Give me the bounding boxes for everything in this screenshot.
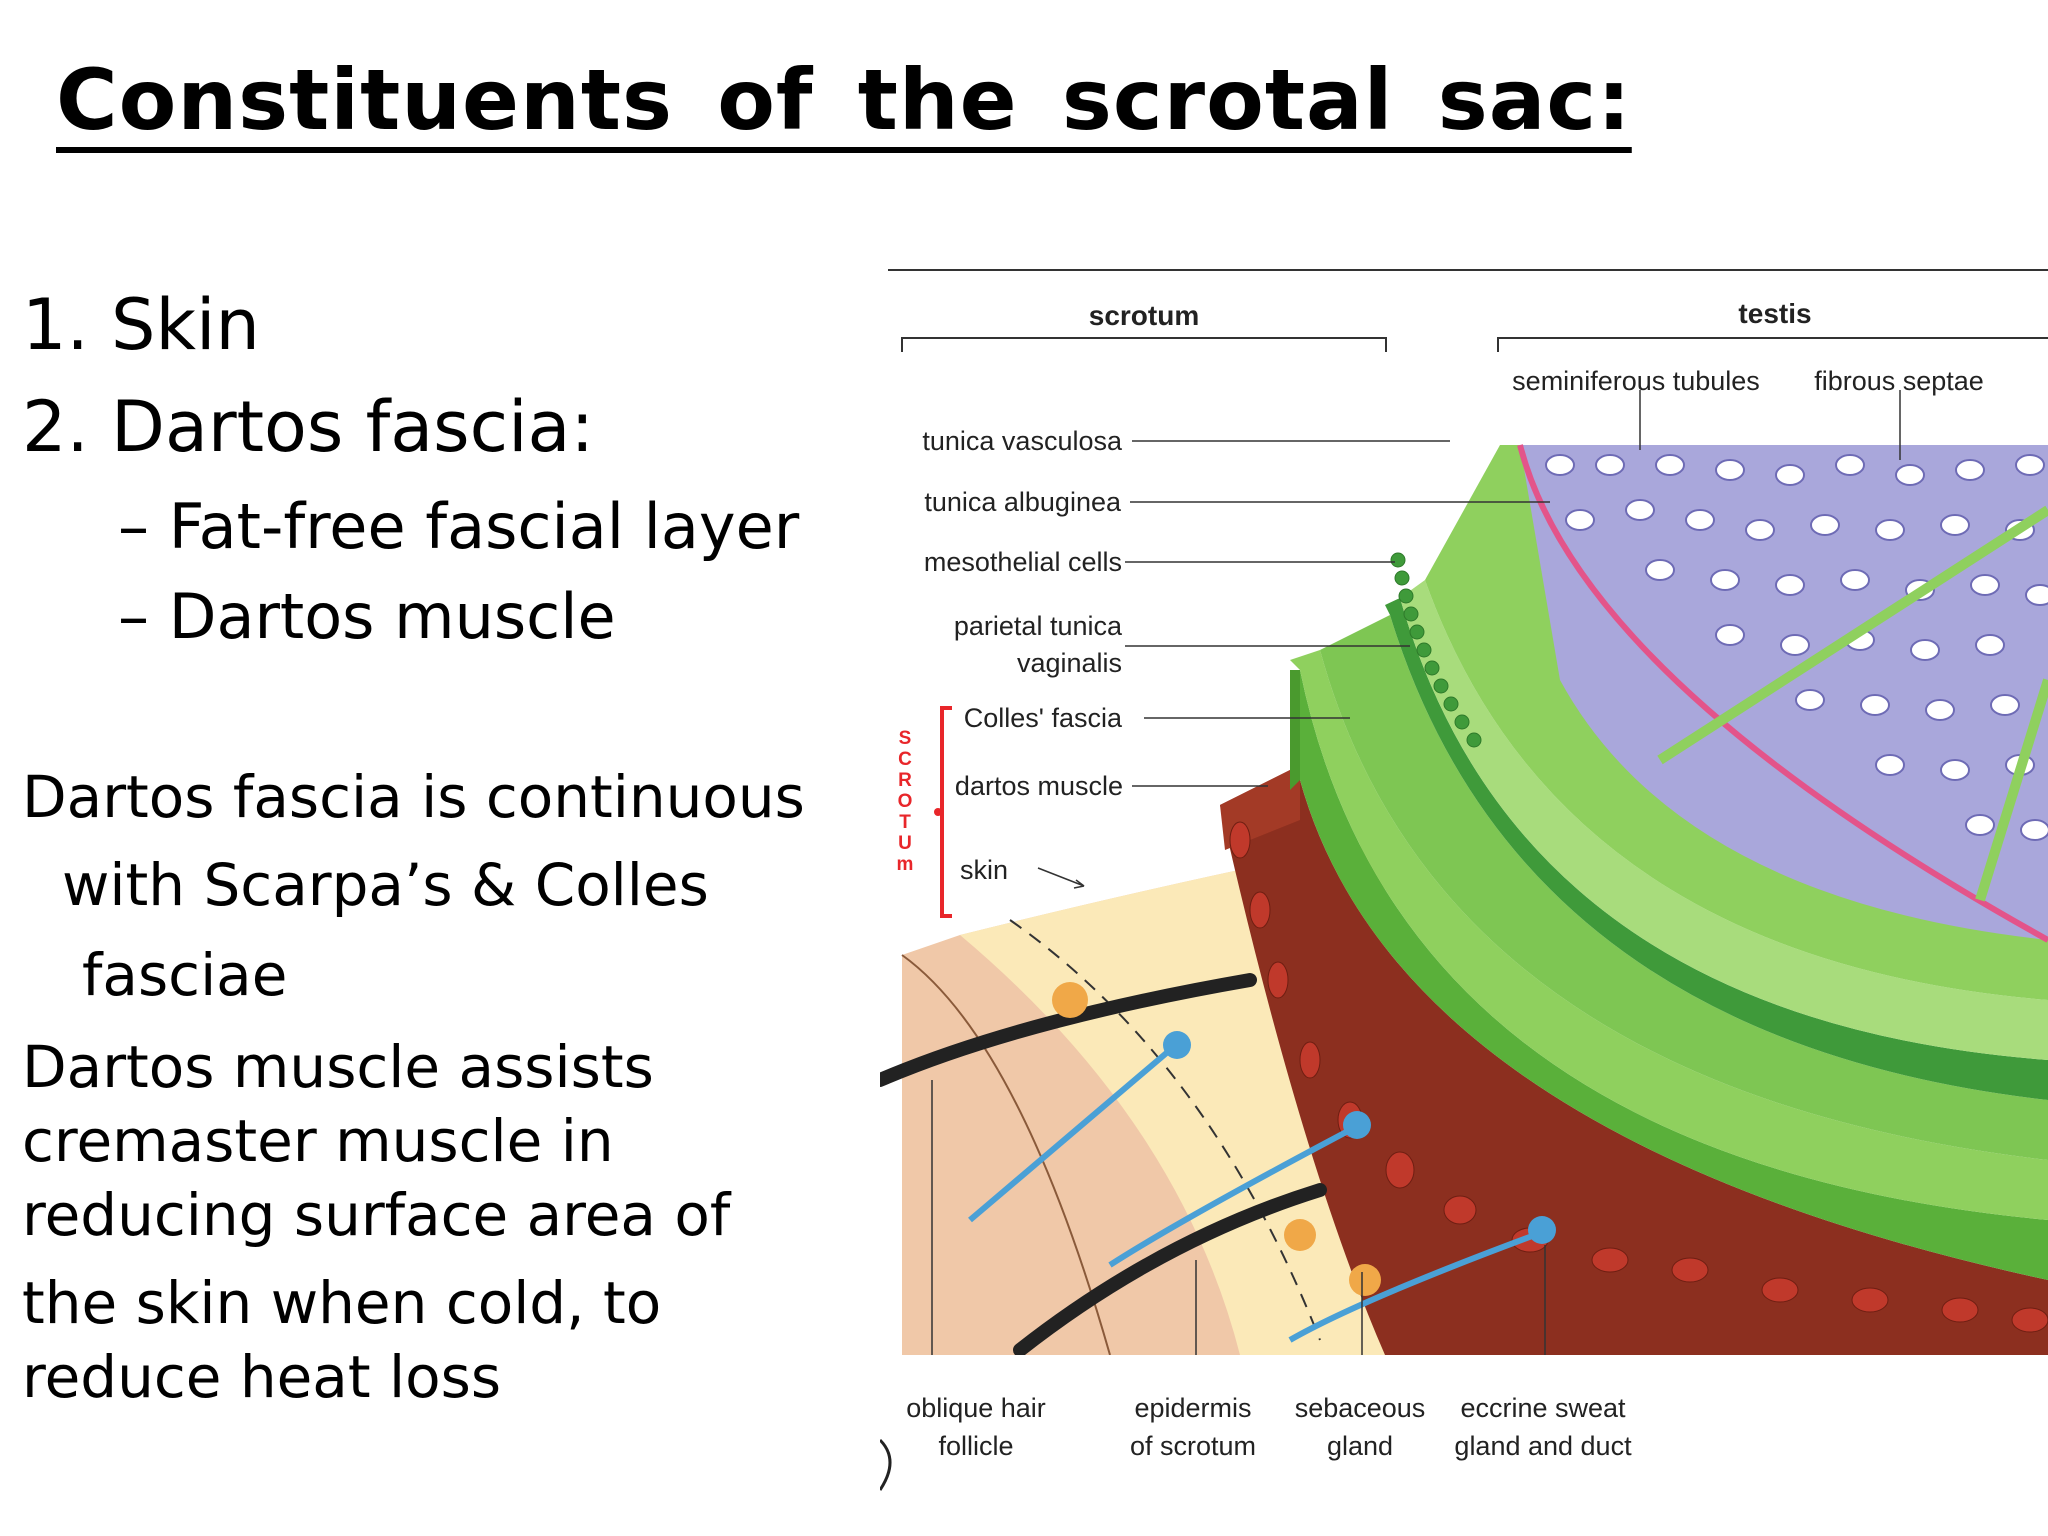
sublist-item-fat-free: – Fat-free fascial layer	[118, 490, 800, 563]
colles-fascia-band	[1290, 650, 2048, 1220]
label-vaginalis: vaginalis	[1017, 648, 1122, 678]
dermis-layer	[1220, 765, 2048, 1355]
sebaceous-gland	[1052, 982, 1088, 1018]
tunica-albuginea-band	[1400, 580, 2048, 1060]
label-follicle: follicle	[938, 1431, 1013, 1461]
label-mesothelial-cells: mesothelial cells	[924, 547, 1122, 577]
label-sebaceous: sebaceous	[1295, 1393, 1426, 1423]
dartos-muscle-band	[1300, 670, 2048, 1280]
label-skin: skin	[960, 855, 1008, 885]
scrotum-bracket	[901, 337, 1387, 352]
leader-lines	[931, 390, 1901, 1390]
label-oblique-hair: oblique hair	[906, 1393, 1046, 1423]
label-tunica-albuginea: tunica albuginea	[924, 487, 1122, 517]
label-seminiferous-tubules: seminiferous tubules	[1512, 366, 1760, 396]
scrotum-red-bracket	[940, 706, 952, 918]
paragraph-assists-line1: Dartos muscle assists	[22, 1033, 654, 1101]
paragraph-continuous-line1: Dartos fascia is continuous	[22, 763, 805, 831]
mesothelial-cells-beads	[1390, 552, 1482, 748]
sweat-gland	[1163, 1031, 1191, 1059]
epidermis-dashed-line	[1009, 919, 1321, 1341]
skin-fold-line	[901, 954, 1111, 1356]
seminiferous-tubules-cells	[1545, 454, 2048, 841]
hair-follicle	[880, 973, 1257, 1087]
scrotum-letter: S	[899, 728, 912, 749]
label-fibrous-septae: fibrous septae	[1814, 366, 1984, 396]
label-of-scrotum: of scrotum	[1130, 1431, 1256, 1461]
scrotum-letter: R	[898, 770, 912, 791]
paragraph-continuous-line3: fasciae	[82, 941, 288, 1009]
testis-bracket	[1497, 337, 2048, 352]
parietal-tunica-band	[1320, 615, 2048, 1160]
page-title: Constituents of the scrotal sac:	[56, 51, 1632, 149]
fibrous-septum	[1657, 505, 2048, 765]
scrotal-sac-diagram: scrotum testis seminiferous tubules fibr…	[880, 269, 2048, 1500]
label-epidermis: epidermis	[1134, 1393, 1251, 1423]
label-dartos-muscle: dartos muscle	[955, 771, 1123, 801]
label-colles-fascia: Colles' fascia	[964, 703, 1123, 733]
scrotum-letter: C	[898, 749, 912, 770]
scrotum-letter: O	[898, 791, 913, 812]
paragraph-assists-line3: reducing surface area of	[22, 1181, 731, 1249]
scrotum-letter: U	[898, 833, 912, 854]
label-gland-and-duct: gland and duct	[1454, 1431, 1632, 1461]
paragraph-assists-line4: the skin when cold, to	[22, 1269, 662, 1337]
paragraph-assists-line2: cremaster muscle in	[22, 1107, 614, 1175]
label-tunica-vasculosa: tunica vasculosa	[922, 426, 1123, 456]
header-testis: testis	[1738, 298, 1811, 329]
scrotum-letter: m	[897, 854, 914, 875]
list-item-skin: 1. Skin	[22, 284, 260, 366]
sublist-item-dartos-muscle: – Dartos muscle	[118, 580, 616, 653]
paragraph-assists-line5: reduce heat loss	[22, 1343, 502, 1411]
label-parietal-tunica: parietal tunica	[954, 611, 1123, 641]
mesothelial-band	[1385, 598, 2048, 1100]
paragraph-continuous-line2: with Scarpa’s & Colles	[62, 851, 709, 919]
label-gland: gland	[1327, 1431, 1393, 1461]
hair-follicle	[1013, 1183, 1327, 1357]
header-scrotum: scrotum	[1089, 300, 1199, 331]
label-eccrine-sweat: eccrine sweat	[1460, 1393, 1626, 1423]
scrotum-letter: T	[899, 812, 911, 833]
list-item-dartos-fascia: 2. Dartos fascia:	[22, 386, 595, 468]
sweat-duct	[968, 1047, 1172, 1223]
